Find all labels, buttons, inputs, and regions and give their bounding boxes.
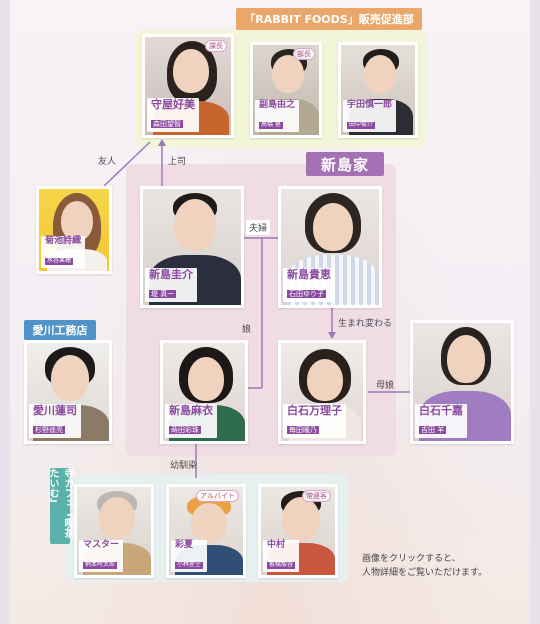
- character-name: マスター: [83, 540, 120, 551]
- nameplate: 副島由之 高橋 塁: [255, 100, 300, 132]
- click-hint-line1: 画像をクリックすると、: [362, 554, 461, 564]
- actor-name: 板橋駿谷: [267, 561, 296, 569]
- character-card-takae[interactable]: 新島貴恵 石田ゆり子: [278, 186, 382, 308]
- nijima-family-tag: 新島家: [306, 152, 384, 176]
- actor-name: 堤 真一: [149, 290, 177, 299]
- character-name: 新島貴恵: [287, 267, 331, 281]
- role-badge: 常連客: [302, 490, 331, 502]
- nameplate: 菊池詩織 水谷果穂: [41, 236, 86, 268]
- nameplate: 守屋好美 森田望智: [147, 97, 199, 132]
- character-name: 彩夏: [175, 540, 194, 551]
- character-name: 愛川蓮司: [33, 403, 77, 417]
- nameplate: 新島貴恵 石田ゆり子: [283, 267, 335, 302]
- character-name: 宇田慎一郎: [347, 100, 393, 111]
- relation-label-umarekawaru: 生まれ変わる: [338, 319, 393, 329]
- character-card-kikuchi[interactable]: 菊池詩織 水谷果穂: [36, 186, 112, 274]
- actor-name: 柄本時太郎: [83, 561, 118, 569]
- nameplate: 彩夏 小林星空: [171, 540, 208, 572]
- nameplate: マスター 柄本時太郎: [79, 540, 124, 572]
- actor-name: 森田望智: [151, 120, 183, 129]
- nameplate: 新島圭介 堤 真一: [145, 267, 197, 302]
- character-card-fukushima[interactable]: 部長 副島由之 高橋 塁: [250, 42, 322, 138]
- relation-label-joshi: 上司: [168, 157, 187, 167]
- nameplate: 白石千嘉 吉田 羊: [415, 403, 467, 438]
- character-name: 白石千嘉: [419, 403, 463, 417]
- character-card-ayaka[interactable]: アルバイト 彩夏 小林星空: [166, 484, 246, 578]
- nameplate: 愛川蓮司 杉野遥亮: [29, 403, 81, 438]
- aikawa-koumuten-tag: 愛川工務店: [24, 320, 96, 340]
- character-card-master[interactable]: マスター 柄本時太郎: [74, 484, 154, 578]
- character-name: 副島由之: [259, 100, 296, 111]
- nameplate: 宇田慎一郎 田中俊介: [343, 100, 397, 132]
- character-card-nakamura[interactable]: 常連客 中村 板橋駿谷: [258, 484, 338, 578]
- relation-label-musume: 娘: [242, 325, 252, 335]
- actor-name: 毎田暖乃: [287, 426, 319, 435]
- line-yujin: [103, 141, 151, 187]
- actor-name: 石田ゆり子: [287, 290, 326, 299]
- actor-name: 水谷果穂: [45, 257, 74, 265]
- character-card-moriya[interactable]: 課長 守屋好美 森田望智: [142, 34, 234, 138]
- actor-name: 蒔田彩珠: [169, 426, 201, 435]
- actor-name: 田中俊介: [347, 121, 376, 129]
- relation-label-yujin: 友人: [98, 157, 117, 167]
- character-card-udagawa[interactable]: 宇田慎一郎 田中俊介: [338, 42, 418, 138]
- character-name: 守屋好美: [151, 97, 195, 111]
- character-name: 新島圭介: [149, 267, 193, 281]
- actor-name: 小林星空: [175, 561, 204, 569]
- click-hint-line2: 人物詳細をご覧いただけます。: [362, 568, 488, 579]
- role-badge: 部長: [293, 48, 315, 60]
- actor-name: 高橋 塁: [259, 121, 283, 129]
- character-card-mariko[interactable]: 白石万理子 毎田暖乃: [278, 340, 366, 444]
- arrow-joshi: [158, 139, 166, 146]
- nameplate: 新島麻衣 蒔田彩珠: [165, 403, 217, 438]
- character-card-mai[interactable]: 新島麻衣 蒔田彩珠: [160, 340, 248, 444]
- character-card-chika[interactable]: 白石千嘉 吉田 羊: [410, 320, 514, 444]
- character-name: 菊池詩織: [45, 236, 82, 247]
- nameplate: 白石万理子 毎田暖乃: [283, 403, 346, 438]
- relation-label-fufu: 夫婦: [246, 220, 271, 235]
- character-card-aikawa-ren[interactable]: 愛川蓮司 杉野遥亮: [24, 340, 112, 444]
- tera-cafe-tag: 寺カフェ『喫茶たいむ』: [47, 468, 73, 544]
- rabbit-foods-tag: 「RABBIT FOODS」販売促進部: [236, 8, 422, 30]
- actor-name: 吉田 羊: [419, 426, 447, 435]
- relation-label-osananajimi: 幼馴染: [170, 461, 198, 471]
- role-badge: 課長: [205, 40, 227, 52]
- actor-name: 杉野遥亮: [33, 426, 65, 435]
- role-badge: アルバイト: [196, 490, 239, 502]
- relation-label-boshi: 母娘: [376, 381, 395, 391]
- character-card-keisuke[interactable]: 新島圭介 堤 真一: [140, 186, 244, 308]
- character-name: 白石万理子: [287, 403, 342, 417]
- character-name: 新島麻衣: [169, 403, 213, 417]
- nameplate: 中村 板橋駿谷: [263, 540, 300, 572]
- arrow-umarekawaru: [328, 332, 336, 339]
- click-hint-note: 画像をクリックすると、 人物詳細をご覧いただけます。: [362, 552, 487, 581]
- character-name: 中村: [267, 540, 286, 551]
